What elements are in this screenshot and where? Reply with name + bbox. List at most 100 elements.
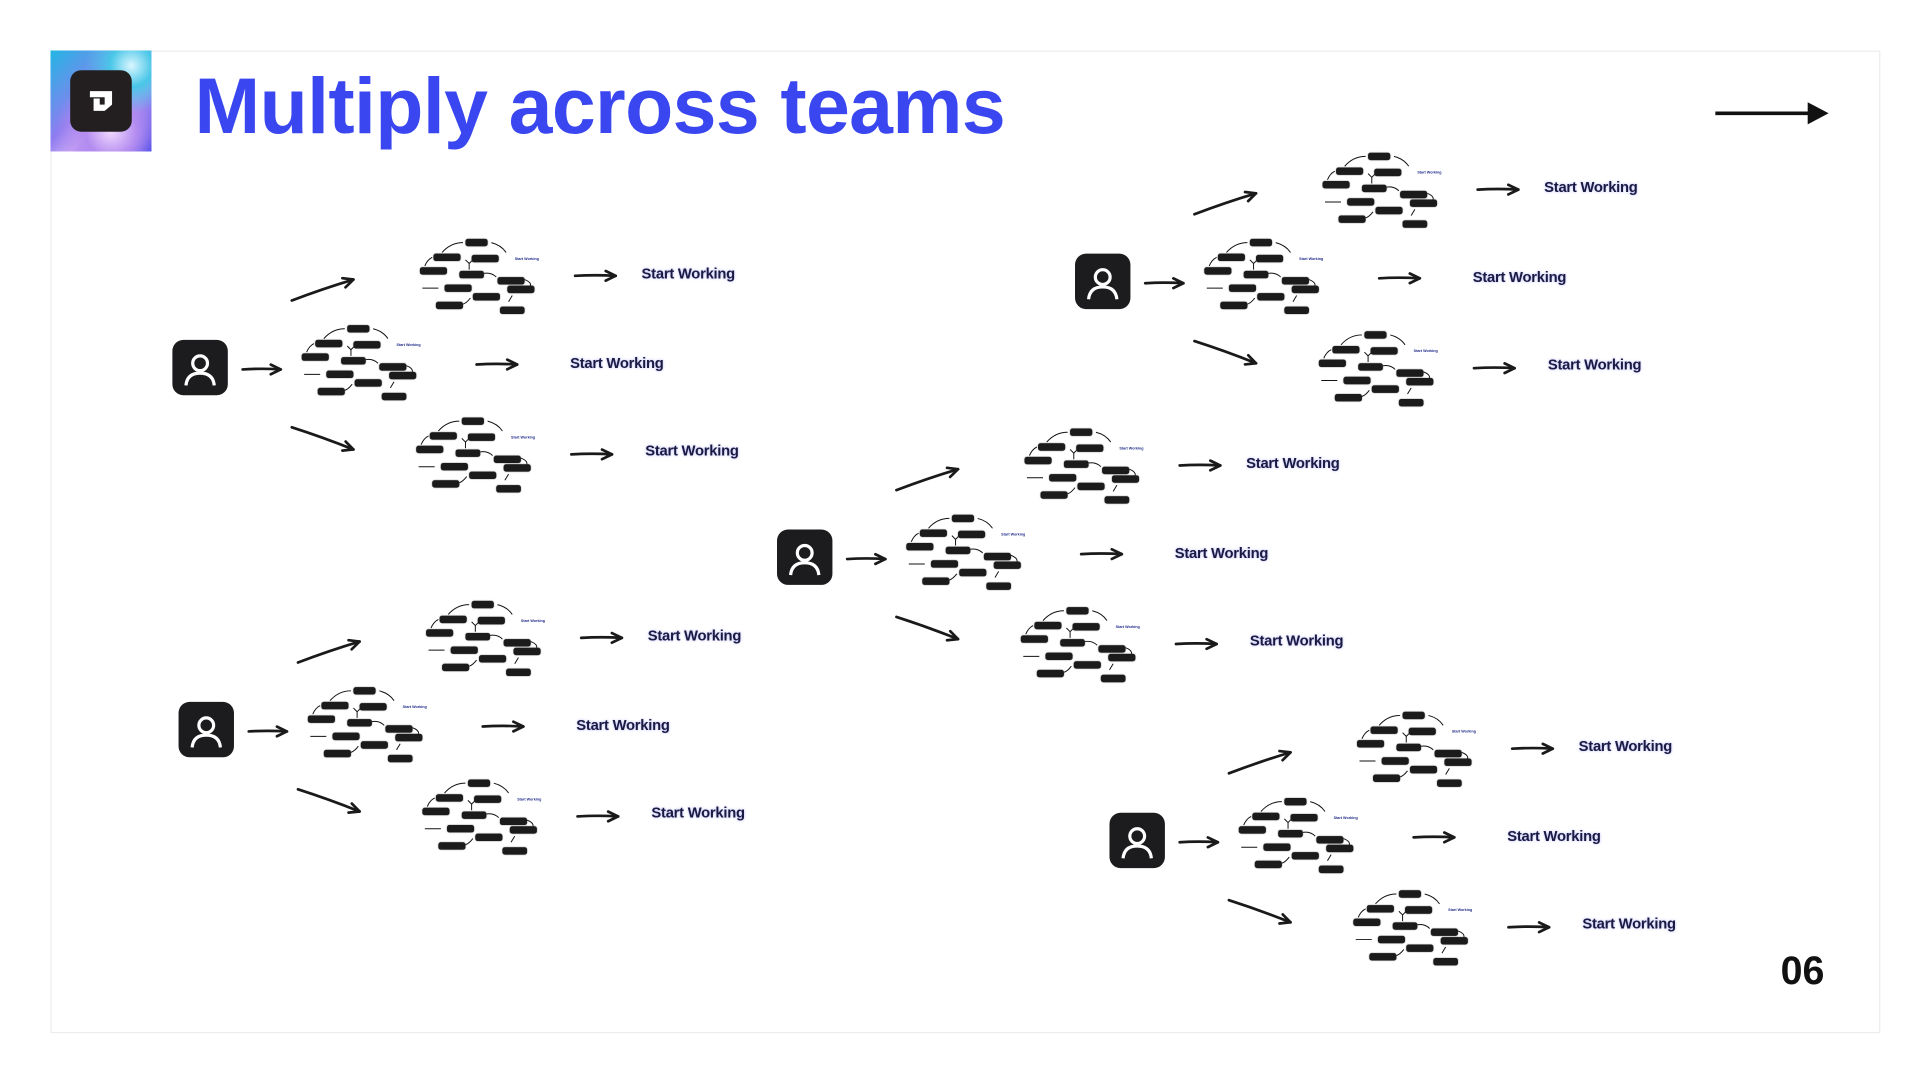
- arrow-up-right: [290, 276, 355, 302]
- start-working-label: Start Working: [1472, 268, 1567, 286]
- start-working-label: Start Working: [651, 804, 745, 822]
- workflow-step: [1440, 937, 1468, 945]
- workflow-step: [1252, 812, 1280, 821]
- workflow-step: [499, 817, 528, 826]
- workflow-step: [499, 306, 525, 315]
- workflow-step: [906, 543, 934, 551]
- workflow-step: [444, 284, 472, 292]
- workflow-step: [1357, 740, 1385, 748]
- workflow-diagram: Start Working: [906, 514, 1034, 594]
- arrow-down-right: [895, 615, 960, 642]
- workflow-step: [513, 647, 541, 656]
- arrow-to-output: [1377, 272, 1422, 285]
- workflow-step: [1402, 220, 1428, 228]
- workflow-step: [1291, 285, 1319, 294]
- flow-arrows: [1143, 183, 1520, 375]
- workflow-step: [1406, 944, 1434, 952]
- workflow-step: [416, 445, 444, 454]
- workflow-step: [432, 480, 460, 488]
- arrow-up-right: [1193, 190, 1258, 216]
- workflow-step: [341, 357, 366, 365]
- workflow-step: [1098, 645, 1126, 653]
- workflow-end-label: Start Working: [511, 434, 536, 440]
- workflow-step: [1396, 369, 1424, 377]
- workflow-step: [461, 417, 484, 425]
- workflow-step: [465, 632, 491, 641]
- workflow-step: [347, 325, 370, 333]
- workflow-step: [1370, 347, 1398, 355]
- workflow-end-label: Start Working: [1451, 728, 1476, 734]
- workflow-step: [1434, 749, 1462, 758]
- workflow-step: [471, 600, 494, 609]
- arrow-right-icon[interactable]: [1714, 99, 1831, 129]
- arrow-to-output: [1178, 459, 1222, 472]
- arrow-up-right: [296, 638, 361, 664]
- workflow-end-label: Start Working: [1417, 169, 1442, 175]
- arrow-to-diagram: [247, 725, 289, 738]
- workflow-step: [1238, 826, 1266, 834]
- workflow-diagram: Start Working: [422, 779, 550, 858]
- user-avatar-icon[interactable]: [178, 701, 234, 758]
- flow-arrows: [241, 269, 618, 461]
- user-avatar-icon[interactable]: [1075, 253, 1131, 310]
- workflow-step: [1318, 865, 1344, 874]
- brand-logo-icon: [70, 70, 132, 132]
- workflow-step: [930, 560, 959, 568]
- workflow-end-label: Start Working: [1115, 624, 1140, 630]
- workflow-diagram: Start Working: [419, 238, 548, 318]
- workflow-step: [1278, 829, 1303, 838]
- workflow-step: [951, 514, 975, 523]
- workflow-step: [1405, 906, 1433, 914]
- start-working-label: Start Working: [1246, 454, 1340, 472]
- workflow-step: [1284, 797, 1307, 806]
- workflow-diagram: Start Working: [426, 600, 554, 680]
- workflow-step: [1076, 444, 1104, 452]
- workflow-end-label: Start Working: [1119, 445, 1144, 451]
- workflow-step: [958, 530, 986, 539]
- workflow-step: [440, 463, 468, 471]
- arrow-down-right: [290, 425, 355, 452]
- workflow-step: [1381, 757, 1409, 765]
- workflow-end-label: Start Working: [1001, 531, 1026, 537]
- workflow-step: [1100, 674, 1126, 683]
- workflow-step: [1204, 267, 1232, 275]
- workflow-step: [1254, 860, 1282, 869]
- workflow-step: [1396, 743, 1422, 752]
- workflow-step: [1408, 727, 1436, 736]
- arrow-to-output: [1507, 921, 1551, 934]
- workflow-step: [1343, 376, 1371, 385]
- workflow-step: [1409, 765, 1438, 774]
- workflow-step: [381, 392, 407, 401]
- workflow-step: [429, 432, 457, 440]
- workflow-step: [353, 687, 376, 695]
- workflow-step: [1111, 475, 1140, 483]
- workflow-step: [1334, 394, 1362, 402]
- workflow-step: [1433, 958, 1458, 966]
- start-working-label: Start Working: [1547, 355, 1642, 374]
- user-avatar-icon[interactable]: [1109, 812, 1165, 869]
- workflow-step: [1332, 346, 1360, 354]
- start-working-label: Start Working: [570, 354, 664, 372]
- arrow-to-output: [1476, 183, 1520, 196]
- workflow-step: [1437, 779, 1462, 787]
- arrow-to-output: [1412, 831, 1456, 844]
- arrow-down-right: [1193, 339, 1258, 366]
- user-avatar-icon[interactable]: [777, 529, 833, 585]
- user-avatar-icon[interactable]: [172, 339, 228, 396]
- workflow-arrows: [424, 782, 534, 846]
- workflow-step: [442, 663, 470, 672]
- workflow-step: [435, 794, 464, 802]
- workflow-step: [1108, 653, 1136, 662]
- workflow-step: [472, 293, 500, 301]
- arrow-to-diagram: [1143, 277, 1185, 290]
- arrow-to-diagram: [1178, 836, 1220, 849]
- workflow-end-label: Start Working: [1299, 256, 1324, 262]
- workflow-step: [479, 655, 507, 663]
- workflow-step: [469, 471, 497, 480]
- arrow-to-output: [481, 720, 525, 733]
- workflow-step: [1318, 359, 1346, 367]
- workflow-step: [1406, 378, 1434, 386]
- workflow-step: [1024, 456, 1052, 465]
- workflow-step: [433, 253, 461, 262]
- workflow-diagram: Start Working: [1020, 607, 1149, 686]
